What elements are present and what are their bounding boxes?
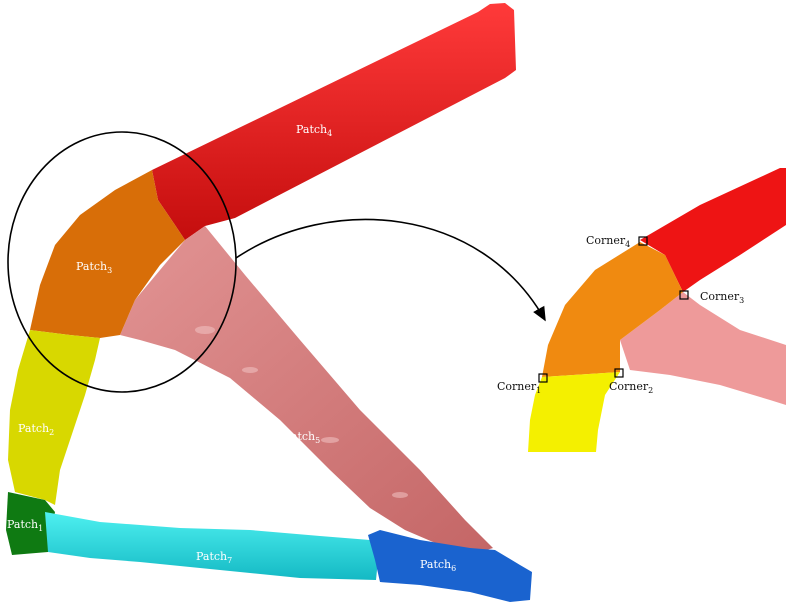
inset-yellow-patch [528,372,620,452]
patch-3-label: Patch3 [76,260,112,275]
patch-7-label: Patch7 [196,550,232,565]
corner-3-label: Corner3 [700,290,744,305]
patch-5-label: Patch5 [284,430,320,445]
inset-view: Corner1 Corner2 Corner3 Corner4 [497,168,786,452]
patch-7-surface [45,512,378,580]
patch-1-label: Patch1 [7,518,43,533]
patch-4-surface [152,3,516,240]
corner-1-label: Corner1 [497,380,541,395]
patch-6-label: Patch6 [420,558,456,573]
patch-5-surface [120,226,493,552]
patch-2-label: Patch2 [18,422,54,437]
corner-2-label: Corner2 [609,380,653,395]
patch-4-label: Patch4 [296,123,332,138]
zoom-arrow [236,219,545,320]
patch-2-surface [8,330,100,505]
corner-4-label: Corner4 [586,234,630,249]
